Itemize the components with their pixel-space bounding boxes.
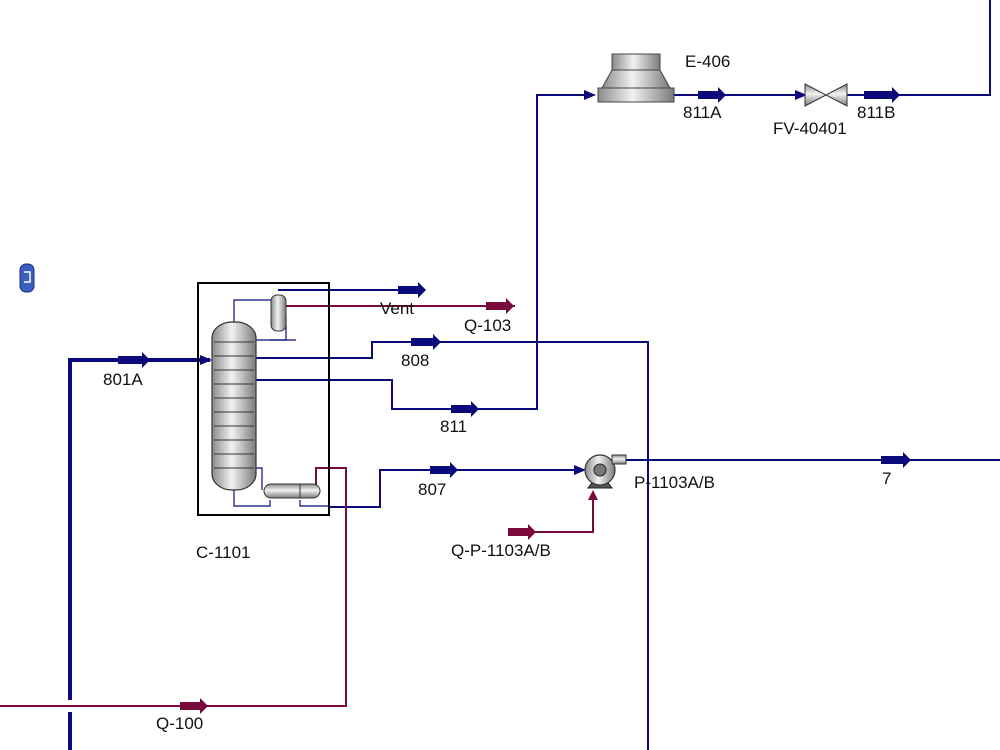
- label-qp1103: Q-P-1103A/B: [451, 541, 551, 560]
- label-fv40401: FV-40401: [773, 119, 847, 138]
- label-801A: 801A: [103, 370, 143, 389]
- column-c1101-frame[interactable]: [197, 282, 330, 516]
- pump-p1103-icon[interactable]: [584, 454, 627, 489]
- stream-811A-valve-arrow: [795, 90, 807, 100]
- stream-801A-line[interactable]: [68, 358, 210, 750]
- energy-q100-line[interactable]: [0, 467, 347, 707]
- label-e406: E-406: [685, 52, 730, 71]
- label-811: 811: [440, 417, 467, 436]
- stream-vent-arrow: [398, 282, 426, 298]
- column-tower-icon[interactable]: [211, 321, 257, 491]
- energy-q103-arrow: [486, 298, 514, 314]
- label-807: 807: [418, 480, 446, 499]
- stream-807-arrow: [430, 462, 458, 478]
- stream-811A-arrow: [698, 87, 726, 103]
- label-q100: Q-100: [156, 714, 203, 733]
- energy-q100-arrow: [180, 698, 208, 714]
- label-p1103: P-1103A/B: [634, 473, 715, 492]
- label-c1101: C-1101: [196, 543, 251, 562]
- stream-801A-arrow: [118, 352, 150, 368]
- stream-807-inlet-arrow: [574, 465, 586, 475]
- condenser-drum-icon: [270, 294, 287, 332]
- stream-7-arrow: [881, 452, 911, 468]
- energy-qp1103-pump-arrow: [588, 490, 598, 500]
- stream-811B-arrow: [864, 87, 900, 103]
- energy-qp1103-arrow: [508, 524, 536, 540]
- valve-fv40401-icon[interactable]: [804, 83, 848, 107]
- stream-801A-inlet-arrow: [200, 355, 212, 365]
- cooler-e406-icon[interactable]: [597, 53, 675, 103]
- reboiler-icon: [263, 483, 321, 499]
- stream-811B-line[interactable]: [847, 0, 991, 96]
- object-marker-icon[interactable]: [19, 263, 35, 293]
- label-808: 808: [401, 351, 429, 370]
- label-811B: 811B: [857, 103, 895, 122]
- stream-808-arrow: [411, 334, 441, 350]
- label-7: 7: [882, 469, 891, 488]
- label-811A: 811A: [683, 103, 722, 122]
- stream-808-line[interactable]: [256, 341, 649, 750]
- label-vent: Vent: [380, 299, 414, 318]
- column-c1101-internals: [233, 299, 328, 507]
- energy-qp1103-line[interactable]: [508, 494, 594, 533]
- stream-807-line[interactable]: [328, 469, 584, 508]
- stream-811-arrow: [451, 401, 479, 417]
- stream-811-cooler-inlet-arrow: [584, 90, 596, 100]
- label-q103: Q-103: [464, 316, 511, 335]
